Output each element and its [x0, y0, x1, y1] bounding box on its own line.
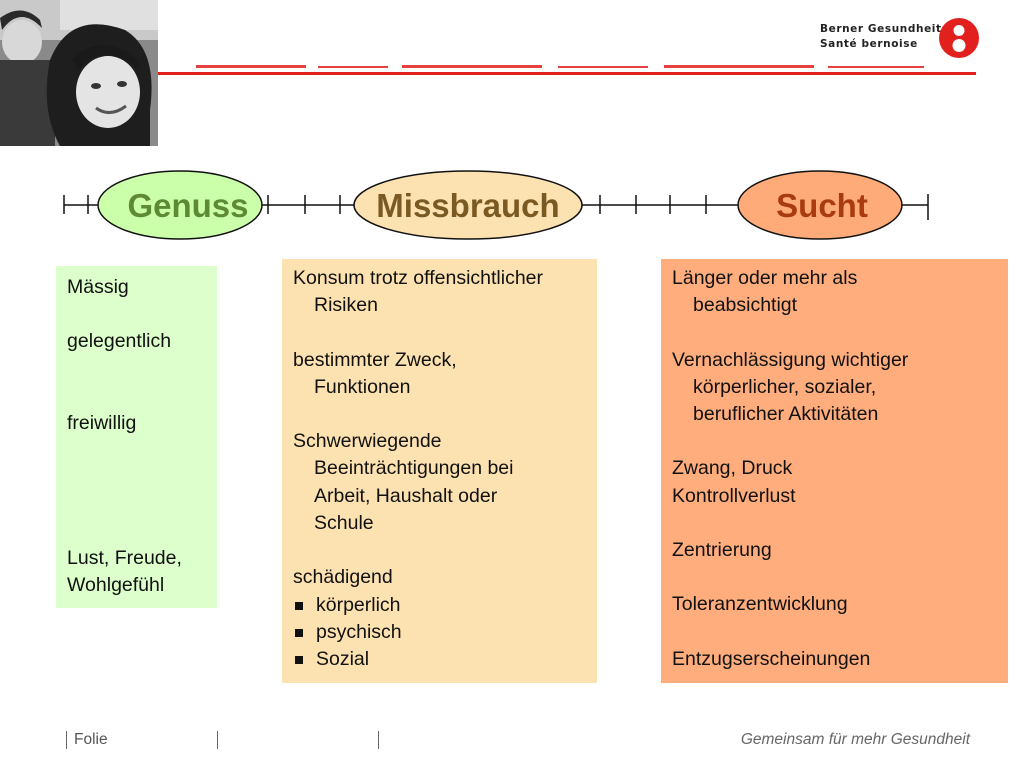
logo-text: Berner Gesundheit Santé bernoise	[820, 22, 942, 52]
missbrauch-item-zweck: bestimmter Zweck,Funktionen	[293, 348, 457, 398]
genuss-column: Mässig gelegentlich freiwillig Lust, Fre…	[56, 266, 217, 608]
sucht-oval	[737, 170, 903, 240]
footer-separator	[378, 731, 379, 749]
footer-separator	[66, 731, 67, 749]
header-photo	[0, 0, 158, 146]
title-remnant	[158, 62, 976, 76]
logo-line-2: Santé bernoise	[820, 38, 918, 50]
footer-slogan: Gemeinsam für mehr Gesundheit	[740, 731, 970, 748]
missbrauch-item-schaedigend: schädigend	[293, 566, 393, 589]
header-divider	[158, 72, 976, 75]
bullet-item: psychisch	[293, 619, 591, 646]
bullet-item: Sozial	[293, 646, 591, 673]
bullet-square-icon	[295, 601, 303, 610]
genuss-item: Wohlgefühl	[67, 574, 165, 597]
footer-folie: Folie	[74, 731, 108, 748]
logo-icon	[938, 17, 980, 59]
continuum-scale: Genuss Missbrauch Sucht	[0, 160, 1024, 250]
genuss-item: freiwillig	[67, 411, 137, 434]
bullet-square-icon	[295, 656, 303, 665]
missbrauch-oval	[353, 170, 583, 240]
sucht-item-zwang: Zwang, Druck	[672, 457, 793, 480]
sucht-item-zentrierung: Zentrierung	[672, 539, 772, 562]
bullet-square-icon	[295, 628, 303, 637]
bullet-item: körperlich	[293, 592, 591, 619]
genuss-label: Genuss	[127, 187, 248, 224]
genuss-oval	[97, 170, 263, 240]
missbrauch-label: Missbrauch	[376, 187, 559, 224]
genuss-item: gelegentlich	[67, 330, 172, 353]
sucht-item-toleranz: Toleranzentwicklung	[672, 593, 848, 616]
genuss-item: Mässig	[67, 276, 129, 298]
sucht-item-kontrollverlust: Kontrollverlust	[672, 484, 796, 507]
sucht-item-entzug: Entzugserscheinungen	[672, 647, 871, 670]
logo-line-1: Berner Gesundheit	[820, 23, 942, 35]
sucht-label: Sucht	[776, 187, 868, 224]
footer-separator	[217, 731, 218, 749]
genuss-item: Lust, Freude,	[67, 546, 182, 569]
